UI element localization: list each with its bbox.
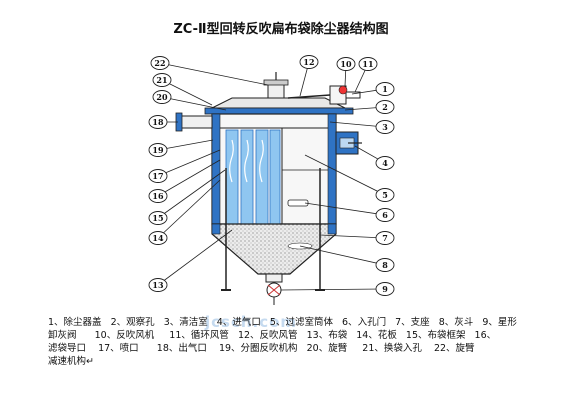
callout-number-3: 3 xyxy=(382,122,388,132)
callout-bubble-21 xyxy=(152,73,172,87)
callout-leader-20 xyxy=(161,96,227,111)
callout-leader-16 xyxy=(157,159,221,197)
watermark: jcsch.com xyxy=(205,313,298,331)
callout-bubble-22 xyxy=(150,56,170,70)
callout-bubble-4 xyxy=(375,156,395,170)
legend: 1、除尘器盖 2、观察孔 3、清洁室 4、进气口 5、过滤室筒体 6、入孔门 7… xyxy=(48,316,518,368)
callout-leader-15 xyxy=(157,169,226,219)
callout-leader-9 xyxy=(280,288,386,291)
callout-number-11: 11 xyxy=(362,59,373,69)
callout-number-6: 6 xyxy=(382,210,388,220)
callout-bubble-6 xyxy=(375,208,395,222)
callout-number-17: 17 xyxy=(152,171,163,181)
callout-number-13: 13 xyxy=(152,280,164,290)
callout-bubble-19 xyxy=(148,143,168,157)
callout-leader-7 xyxy=(319,234,386,239)
callout-leader-17 xyxy=(157,149,221,177)
callout-number-22: 22 xyxy=(154,58,165,68)
callout-bubble-15 xyxy=(148,211,168,225)
legend-line: 1、除尘器盖 2、观察孔 3、清洁室 4、进气口 5、过滤室筒体 6、入孔门 7… xyxy=(48,317,517,328)
callout-number-14: 14 xyxy=(152,233,164,243)
callout-bubble-18 xyxy=(148,115,168,129)
callout-number-10: 10 xyxy=(340,59,352,69)
callout-number-1: 1 xyxy=(382,84,388,94)
callout-bubble-12 xyxy=(299,55,319,69)
callout-bubble-14 xyxy=(148,231,168,245)
callout-leader-6 xyxy=(304,202,386,216)
callout-number-15: 15 xyxy=(152,213,163,223)
callout-bubble-20 xyxy=(152,90,172,104)
filter-bags xyxy=(225,129,281,227)
callout-bubble-2 xyxy=(375,100,395,114)
callout-leader-22 xyxy=(159,62,269,86)
callout-bubble-7 xyxy=(375,231,395,245)
callout-number-18: 18 xyxy=(152,117,164,127)
callout-leader-21 xyxy=(161,79,213,106)
callout-number-20: 20 xyxy=(156,92,168,102)
recirculation-duct xyxy=(287,85,361,105)
callout-number-4: 4 xyxy=(382,158,388,168)
callout-bubble-1 xyxy=(375,82,395,96)
callout-number-7: 7 xyxy=(382,233,388,243)
callout-bubble-11 xyxy=(358,57,378,71)
page-title: ZC-Ⅱ型回转反吹扁布袋除尘器结构图 xyxy=(173,22,389,37)
callout-bubble-8 xyxy=(375,258,395,272)
callout-bubble-10 xyxy=(336,57,356,71)
legend-line: 滤袋导口 17、喷口 18、出气口 19、分圈反吹机构 20、旋臂 21、换袋入… xyxy=(48,343,475,354)
callout-bubble-17 xyxy=(148,169,168,183)
callout-number-2: 2 xyxy=(382,102,388,112)
callout-number-12: 12 xyxy=(303,57,314,67)
manhole-door xyxy=(287,199,309,207)
callout-bubble-16 xyxy=(148,189,168,203)
callout-number-19: 19 xyxy=(152,145,164,155)
rotary-discharge-valve xyxy=(265,273,283,305)
collector-cover xyxy=(204,72,354,115)
callout-number-8: 8 xyxy=(382,260,388,270)
callout-leader-8 xyxy=(299,245,386,266)
callout-leader-13 xyxy=(157,229,233,286)
callout-number-21: 21 xyxy=(156,75,167,85)
callout-number-5: 5 xyxy=(382,190,388,200)
callout-bubble-5 xyxy=(375,188,395,202)
callout-number-16: 16 xyxy=(152,191,164,201)
callout-bubble-9 xyxy=(375,282,395,296)
callout-leader-14 xyxy=(157,179,221,239)
callout-bubble-13 xyxy=(148,278,168,292)
legend-line: 减速机构↵ xyxy=(48,356,94,367)
air-outlet xyxy=(175,112,213,132)
callout-bubble-3 xyxy=(375,120,395,134)
callout-leader-5 xyxy=(304,154,386,196)
legend-line: 卸灰阀 10、反吹风机 11、循环风管 12、反吹风管 13、布袋 14、花板 … xyxy=(48,330,497,341)
callout-number-9: 9 xyxy=(382,284,388,294)
